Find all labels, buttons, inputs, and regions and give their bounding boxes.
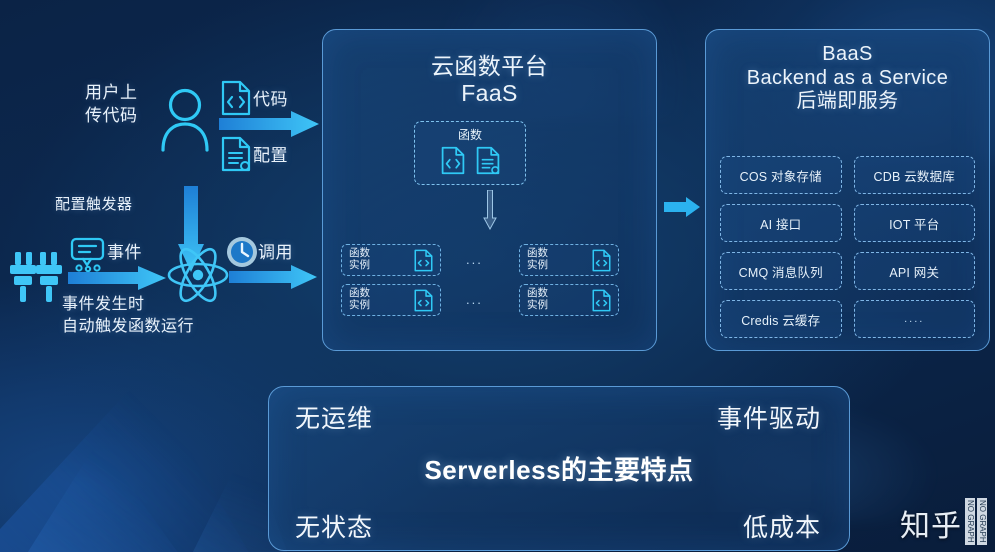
function-instance: 函数 实例: [519, 284, 619, 316]
faas-flow-arrow: [483, 190, 497, 230]
arrow-right-to-baas: [664, 197, 700, 217]
zhihu-watermark: 知乎 NO GRAPH NO GRAPH: [900, 498, 987, 545]
baas-service-label: CDB 云数据库: [873, 169, 955, 184]
event-label: 事件: [107, 243, 142, 262]
function-instance: 函数 实例: [519, 244, 619, 276]
features-title: Serverless的主要特点: [424, 455, 694, 485]
instance-ellipsis: ...: [466, 252, 483, 267]
watermark-text: 知乎: [900, 509, 962, 544]
feature-low-cost: 低成本: [742, 514, 821, 542]
code-document-icon: [592, 249, 611, 272]
configure-trigger-label: 配置触发器: [55, 196, 133, 213]
code-document-icon: [221, 80, 251, 116]
function-instance-label: 函数 实例: [349, 287, 370, 311]
config-label: 配置: [253, 146, 288, 165]
baas-service-grid: COS 对象存储 CDB 云数据库 AI 接口 IOT 平台 CMQ 消息队列 …: [720, 156, 975, 338]
baas-service-label: COS 对象存储: [739, 169, 822, 184]
baas-service-item[interactable]: CDB 云数据库: [853, 156, 975, 194]
function-instance-label: 函数 实例: [527, 287, 548, 311]
function-instance-label: 函数 实例: [349, 247, 370, 271]
faas-panel: 云函数平台 FaaS 函数: [322, 29, 657, 351]
code-document-icon: [441, 146, 464, 175]
baas-panel: BaaS Backend as a Service 后端即服务 COS 对象存储…: [705, 29, 990, 351]
arrow-right-invoke: [229, 265, 317, 289]
config-document-icon: [476, 146, 499, 175]
function-instance: 函数 实例: [341, 244, 441, 276]
code-document-icon: [592, 289, 611, 312]
code-document-icon: [414, 289, 433, 312]
watermark-tags: NO GRAPH NO GRAPH: [965, 498, 987, 545]
atom-function-icon: [167, 247, 229, 303]
features-panel: 无运维 事件驱动 Serverless的主要特点 无状态 低成本: [268, 386, 850, 551]
watermark-tag: NO GRAPH: [965, 498, 975, 545]
feature-no-ops: 无运维: [295, 405, 374, 433]
function-instance: 函数 实例: [341, 284, 441, 316]
function-box: 函数: [414, 121, 526, 185]
function-instance-label: 函数 实例: [527, 247, 548, 271]
baas-service-item[interactable]: API 网关: [853, 252, 975, 290]
baas-service-label: API 网关: [889, 265, 940, 280]
user-icon: [161, 88, 209, 152]
baas-service-label: AI 接口: [760, 217, 802, 232]
baas-service-item[interactable]: IOT 平台: [853, 204, 975, 242]
watermark-tag: NO GRAPH: [977, 498, 987, 545]
invoke-label: 调用: [258, 243, 293, 262]
baas-service-label: CMQ 消息队列: [738, 265, 823, 280]
baas-service-label: IOT 平台: [889, 217, 940, 232]
plug-connector-icon: [10, 252, 62, 302]
config-document-icon: [221, 136, 251, 172]
baas-service-item[interactable]: Credis 云缓存: [720, 300, 842, 338]
baas-service-item[interactable]: CMQ 消息队列: [720, 252, 842, 290]
feature-event-driven: 事件驱动: [716, 405, 821, 433]
upload-code-label: 用户上 传代码: [85, 83, 138, 125]
clock-invoke-icon: [227, 237, 257, 267]
baas-service-label: ....: [904, 313, 925, 325]
faas-title: 云函数平台 FaaS: [431, 53, 548, 107]
arrow-right-to-atom: [68, 266, 166, 290]
function-box-caption: 函数: [457, 128, 482, 142]
code-document-icon: [414, 249, 433, 272]
instance-ellipsis: ...: [466, 292, 483, 307]
auto-trigger-description: 事件发生时 自动触发函数运行: [62, 296, 195, 335]
baas-service-item[interactable]: COS 对象存储: [720, 156, 842, 194]
code-label: 代码: [253, 90, 288, 109]
event-message-icon: [70, 237, 105, 273]
function-box-icons: [415, 146, 525, 175]
feature-stateless: 无状态: [295, 514, 374, 542]
arrow-right-to-faas: [219, 111, 319, 137]
baas-service-item-more[interactable]: ....: [853, 300, 975, 338]
baas-service-label: Credis 云缓存: [741, 313, 821, 328]
baas-service-item[interactable]: AI 接口: [720, 204, 842, 242]
baas-title: BaaS Backend as a Service 后端即服务: [746, 43, 949, 113]
